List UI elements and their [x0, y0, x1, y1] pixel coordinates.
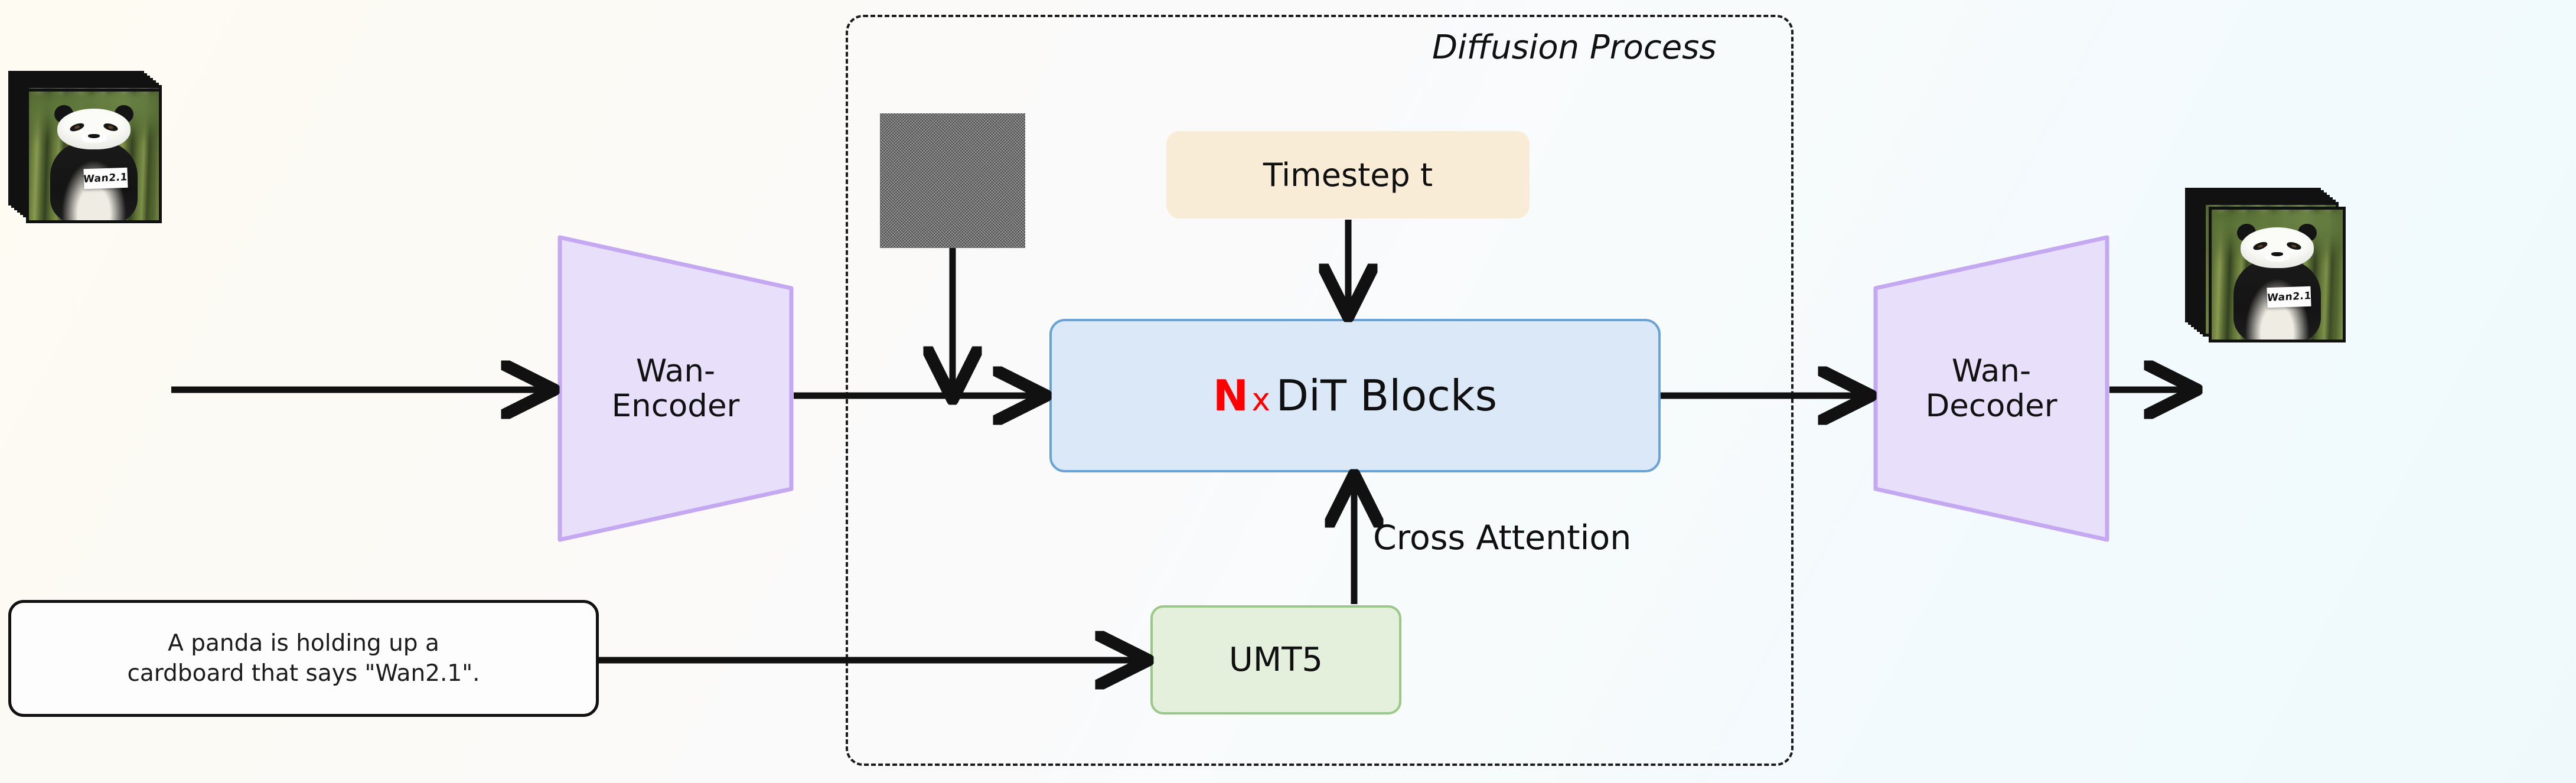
- output-frame-front: Wan2.1: [2209, 207, 2346, 342]
- panda-sign-output: Wan2.1: [2267, 286, 2311, 308]
- diffusion-process-title: Diffusion Process: [1432, 28, 1717, 67]
- panda-illustration-output: Wan2.1: [2228, 220, 2327, 340]
- prompt-line-2: cardboard that says "Wan2.1".: [127, 660, 480, 687]
- wan-decoder-block[interactable]: Wan- Decoder: [1873, 235, 2109, 542]
- umt5-label: UMT5: [1228, 641, 1323, 679]
- umt5-text-encoder-box[interactable]: UMT5: [1150, 605, 1401, 715]
- panda-sign-text-input: Wan2.1: [83, 171, 128, 185]
- panda-eye-right-output: [2286, 240, 2303, 252]
- panda-head: [57, 109, 131, 149]
- dit-multiply-symbol: x: [1251, 381, 1270, 418]
- panda-nose-output: [2271, 252, 2283, 257]
- panda-nose: [88, 133, 100, 138]
- cross-attention-label: Cross Attention: [1373, 518, 1632, 557]
- dit-repeat-count: N: [1212, 371, 1249, 420]
- panda-sign-text-output: Wan2.1: [2267, 290, 2312, 305]
- panda-head-output: [2240, 227, 2314, 268]
- text-prompt-box[interactable]: A panda is holding up a cardboard that s…: [8, 600, 599, 717]
- prompt-line-1: A panda is holding up a: [168, 629, 439, 657]
- timestep-box[interactable]: Timestep t: [1166, 131, 1530, 218]
- input-frame-front: Wan2.1: [26, 89, 162, 223]
- wan-decoder-shape: [1873, 235, 2109, 542]
- panda-sign-input: Wan2.1: [83, 167, 128, 190]
- timestep-label: Timestep t: [1263, 156, 1433, 194]
- latent-noise-patch: [880, 113, 1025, 248]
- panda-eye-left: [69, 122, 85, 133]
- input-frame-1: [8, 71, 14, 77]
- wan-encoder-block[interactable]: Wan- Encoder: [557, 235, 794, 542]
- diffusion-process-container: [846, 15, 1794, 766]
- dit-blocks-label: DiT Blocks: [1276, 371, 1498, 420]
- wan-encoder-shape: [557, 235, 794, 542]
- panda-illustration: Wan2.1: [44, 102, 143, 220]
- panda-eye-left-output: [2252, 240, 2268, 252]
- panda-eye-right: [102, 122, 119, 133]
